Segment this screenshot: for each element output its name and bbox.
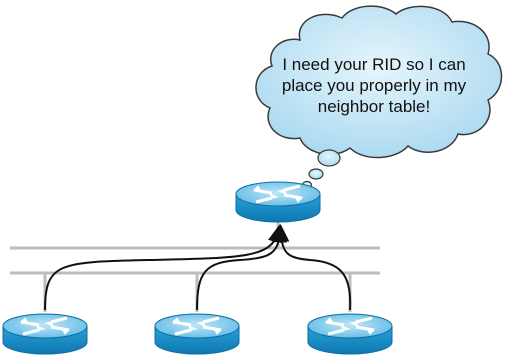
router-icon bbox=[306, 312, 394, 356]
thought-line-2: place you properly in my bbox=[281, 76, 467, 95]
arrow-right-to-center bbox=[273, 224, 352, 311]
router-icon bbox=[153, 312, 241, 356]
hello-arrows bbox=[44, 224, 352, 311]
thought-bubble-text: I need your RID so I can place you prope… bbox=[266, 54, 482, 117]
thought-bubble bbox=[255, 5, 503, 190]
lan-segment bbox=[10, 216, 380, 312]
cloud-shape bbox=[255, 5, 503, 159]
thought-line-1: I need your RID so I can bbox=[282, 55, 466, 74]
router-icon bbox=[1, 312, 89, 356]
router-icon bbox=[234, 180, 322, 224]
arrow-middle-to-center bbox=[196, 224, 288, 311]
bubble-dot-large bbox=[317, 149, 341, 167]
arrow-left-to-center bbox=[44, 224, 284, 311]
thought-line-3: neighbor table! bbox=[317, 97, 431, 116]
bubble-dot-medium bbox=[308, 168, 324, 180]
